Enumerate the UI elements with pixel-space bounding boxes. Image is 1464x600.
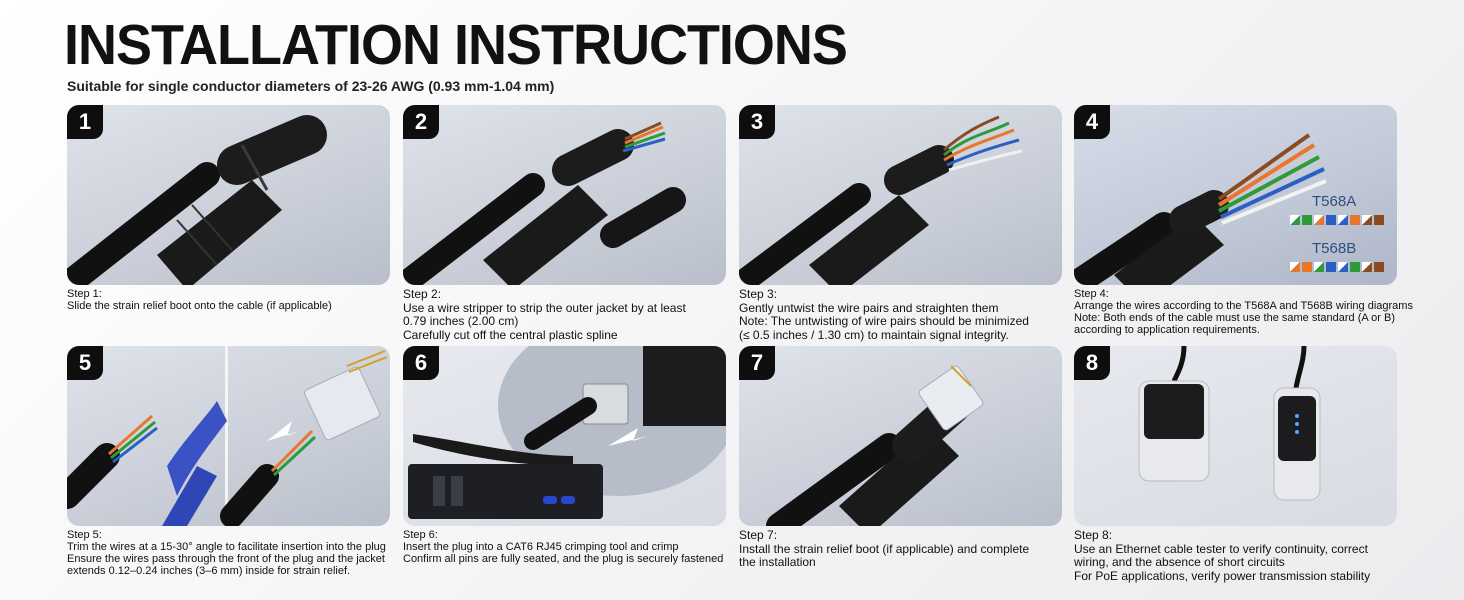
trim-and-insert-illustration — [67, 346, 388, 526]
step-8-line-1: Use an Ethernet cable tester to verify c… — [1074, 541, 1368, 556]
step-3-image: 3 — [739, 105, 1062, 285]
t568a-label: T568A — [1312, 193, 1357, 210]
t568b-color-code — [1290, 262, 1384, 272]
wire-chip — [1362, 215, 1372, 225]
step-2: 2 Step 2: Use a wire stripper to strip t… — [403, 105, 726, 342]
step-2-caption: Step 2: Use a wire stripper to strip the… — [403, 287, 726, 342]
wire-chip — [1338, 262, 1348, 272]
step-3-number-badge: 3 — [739, 105, 775, 139]
step-2-line-1: Use a wire stripper to strip the outer j… — [403, 300, 686, 315]
step-2-line-3: Carefully cut off the central plastic sp… — [403, 327, 618, 342]
cable-tester-illustration — [1138, 346, 1321, 501]
step-2-image: 2 — [403, 105, 726, 285]
step-2-label: Step 2: — [403, 287, 442, 301]
step-3-caption: Step 3: Gently untwist the wire pairs an… — [739, 287, 1062, 342]
step-8-image: 8 — [1074, 346, 1397, 526]
step-5-line-3: extends 0.12–0.24 inches (3–6 mm) inside… — [67, 565, 351, 577]
step-4: T568A T568B 4 Step 4: Arrange the wires … — [1074, 105, 1413, 336]
wire-chip — [1350, 215, 1360, 225]
wire-chip — [1290, 215, 1300, 225]
step-1-image: 1 — [67, 105, 390, 285]
step-7-label: Step 7: — [739, 528, 778, 542]
step-5-number-badge: 5 — [67, 346, 103, 380]
step-1-number-badge: 1 — [67, 105, 103, 139]
step-4-caption: Step 4: Arrange the wires according to t… — [1074, 288, 1413, 336]
wire-chip — [1374, 215, 1384, 225]
step-6: 6 Step 6: Insert the plug into a CAT6 RJ… — [403, 346, 726, 565]
step-5-caption: Step 5: Trim the wires at a 15-30° angle… — [67, 529, 390, 577]
step-6-label: Step 6: — [403, 529, 438, 541]
wire-chip — [1302, 262, 1312, 272]
wire-chip — [1338, 215, 1348, 225]
step-7-number-badge: 7 — [739, 346, 775, 380]
step-6-line-1: Insert the plug into a CAT6 RJ45 crimpin… — [403, 541, 679, 553]
step-4-line-3: according to application requirements. — [1074, 324, 1260, 336]
step-6-line-2: Confirm all pins are fully seated, and t… — [403, 553, 724, 565]
step-1: 1 Step 1: Slide the strain relief boot o… — [67, 105, 390, 312]
t568a-color-code — [1290, 215, 1384, 225]
step-1-line-1: Slide the strain relief boot onto the ca… — [67, 300, 332, 312]
untwisted-pairs-illustration — [739, 115, 1023, 285]
step-3-label: Step 3: — [739, 287, 778, 301]
crimping-tool-illustration — [408, 346, 726, 519]
step-3-line-1: Gently untwist the wire pairs and straig… — [739, 300, 999, 315]
step-2-line-2: 0.79 inches (2.00 cm) — [403, 314, 519, 328]
step-8-caption: Step 8: Use an Ethernet cable tester to … — [1074, 528, 1397, 583]
step-4-image: T568A T568B 4 — [1074, 105, 1397, 285]
t568b-label: T568B — [1312, 240, 1357, 257]
step-7: 7 Step 7: Install the strain relief boot… — [739, 346, 1062, 570]
wire-chip — [1374, 262, 1384, 272]
wire-chip — [1290, 262, 1300, 272]
step-8: 8 Step 8: Use an Ethernet cable tester t… — [1074, 346, 1397, 583]
stripped-cable-illustration — [403, 121, 686, 285]
step-6-image: 6 — [403, 346, 726, 526]
step-4-line-2: Note: Both ends of the cable must use th… — [1074, 312, 1396, 324]
step-3-line-3: (≤ 0.5 inches / 1.30 cm) to maintain sig… — [739, 327, 1009, 342]
step-1-caption: Step 1: Slide the strain relief boot ont… — [67, 288, 390, 312]
step-4-number-badge: 4 — [1074, 105, 1110, 139]
step-3-line-2: Note: The untwisting of wire pairs shoul… — [739, 314, 1029, 328]
wire-chip — [1326, 215, 1336, 225]
wire-chip — [1302, 215, 1312, 225]
step-5-image: 5 — [67, 346, 390, 526]
step-7-caption: Step 7: Install the strain relief boot (… — [739, 528, 1062, 570]
step-8-line-3: For PoE applications, verify power trans… — [1074, 568, 1371, 583]
wire-chip — [1314, 262, 1324, 272]
step-8-label: Step 8: — [1074, 528, 1113, 542]
wire-chip — [1350, 262, 1360, 272]
wire-chip — [1326, 262, 1336, 272]
finished-plug-illustration — [766, 365, 984, 526]
step-7-image: 7 — [739, 346, 1062, 526]
step-5-line-1: Trim the wires at a 15-30° angle to faci… — [67, 541, 386, 553]
step-7-line-2: the installation — [739, 555, 816, 569]
step-4-label: Step 4: — [1074, 288, 1109, 300]
page-subtitle: Suitable for single conductor diameters … — [67, 78, 555, 94]
step-1-label: Step 1: — [67, 288, 102, 300]
step-8-number-badge: 8 — [1074, 346, 1110, 380]
step-3: 3 Step 3: Gently untwist the wire pairs … — [739, 105, 1062, 342]
step-7-line-1: Install the strain relief boot (if appli… — [739, 541, 1030, 556]
wire-chip — [1314, 215, 1324, 225]
step-6-caption: Step 6: Insert the plug into a CAT6 RJ45… — [403, 529, 726, 565]
wire-chip — [1362, 262, 1372, 272]
arranged-wires-illustration — [1074, 133, 1327, 285]
step-6-number-badge: 6 — [403, 346, 439, 380]
step-5-line-2: Ensure the wires pass through the front … — [67, 553, 385, 565]
boot-on-cable-illustration — [67, 115, 327, 285]
step-4-line-1: Arrange the wires according to the T568A… — [1074, 300, 1413, 312]
page-title: INSTALLATION INSTRUCTIONS — [64, 13, 848, 77]
step-8-line-2: wiring, and the absence of short circuit… — [1074, 555, 1285, 569]
step-5: 5 Step 5: Trim the wires at a 15-30° ang… — [67, 346, 390, 577]
step-2-number-badge: 2 — [403, 105, 439, 139]
step-5-label: Step 5: — [67, 529, 102, 541]
